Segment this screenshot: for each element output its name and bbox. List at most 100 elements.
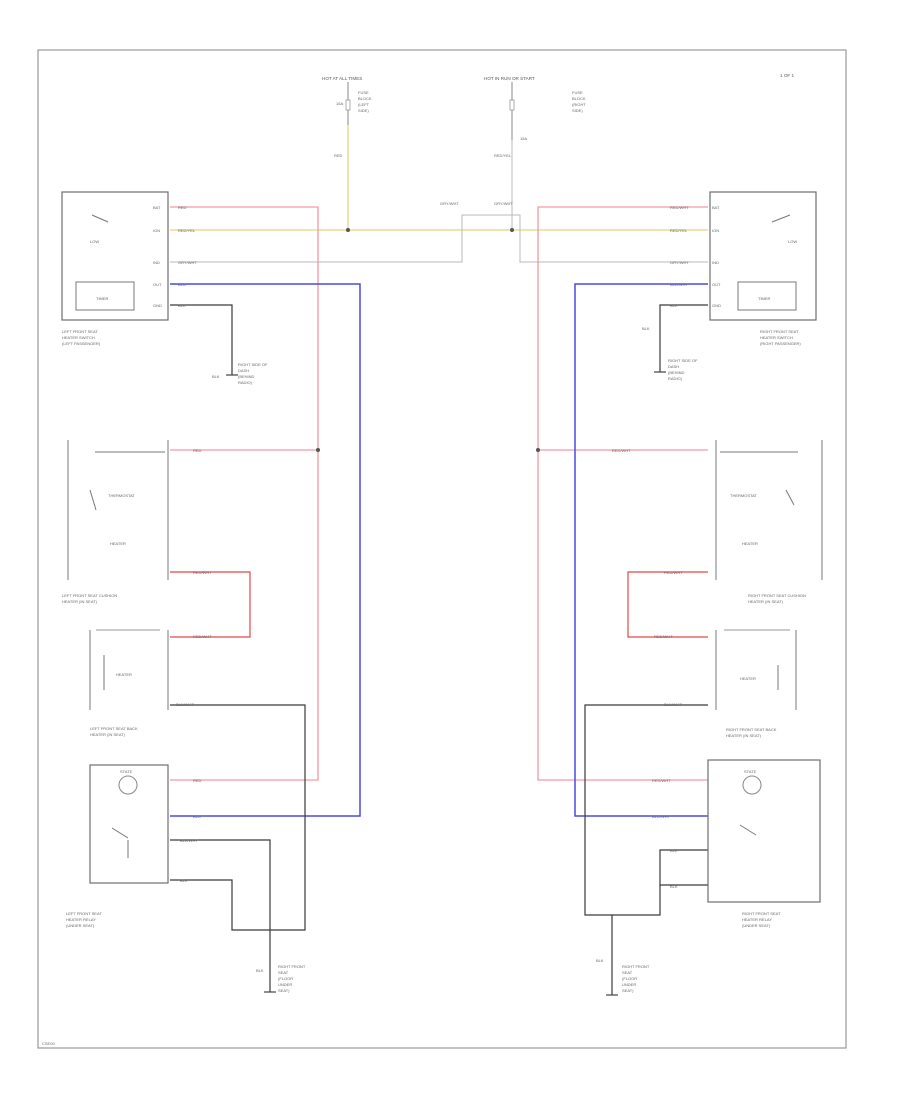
- right-switch-pin-2: IGN: [712, 228, 719, 233]
- ground-right-bottom-line-3: (FLOOR: [622, 976, 637, 981]
- wire-right-relay-loop: [659, 849, 708, 886]
- left-switch-pin-4: OUT: [153, 282, 162, 287]
- right-back-label: HEATER: [740, 676, 756, 681]
- left-back-wire-1: RED/WHT: [193, 634, 212, 639]
- corner-tag: 1 OF 1: [780, 73, 794, 78]
- wire-right-switch-gnd: [659, 304, 708, 372]
- ground-right-bottom-line-1: RIGHT FRONT: [622, 964, 650, 969]
- ground-left-switch-line-4: RADIO): [238, 380, 253, 385]
- wire-left-cushion-back: [170, 571, 251, 638]
- right-relay-contact: [739, 824, 757, 836]
- ground-right-switch-line-3: (BEHIND: [668, 370, 685, 375]
- left-switch-wire-1: RED: [178, 205, 187, 210]
- right-relay-name-1: RIGHT FRONT SEAT: [742, 911, 781, 916]
- left-switch-wire-4: BLU: [178, 282, 186, 287]
- left-switch-name-2: HEATER SWITCH: [62, 335, 95, 340]
- left-relay-contact: [111, 827, 129, 839]
- left-back-heater: HEATER RED/WHT BLK/WHT LEFT FRONT SEAT B…: [89, 629, 212, 737]
- right-back-name-1: RIGHT FRONT SEAT BACK: [726, 727, 777, 732]
- fuse-right-wire: RED/YEL: [494, 153, 512, 158]
- ground-left-switch-line-2: DASH: [238, 368, 249, 373]
- right-switch-contact: [771, 214, 791, 223]
- ground-right-bottom-line-4: UNDER: [622, 982, 636, 987]
- right-seat-heater-switch: TIMER LOW BAT IGN IND OUT GND RED/WHT RE…: [670, 191, 817, 346]
- right-switch-wire-5: BLK: [670, 303, 678, 308]
- right-cushion-name-1: RIGHT FRONT SEAT CUSHION: [748, 593, 806, 598]
- right-switch-pin-3: IND: [712, 260, 719, 265]
- left-switch-pin-3: IND: [153, 260, 160, 265]
- left-relay-name-3: (UNDER SEAT): [66, 923, 95, 928]
- right-cushion-wire-2: RED/WHT: [664, 570, 683, 575]
- right-switch-pin-4: OUT: [712, 282, 721, 287]
- right-relay-name-3: (UNDER SEAT): [742, 923, 771, 928]
- splice-label-right: GRY/WHT: [494, 201, 513, 206]
- wire-left-out: [170, 283, 361, 817]
- ground-left-switch-line-1: RIGHT SIDE OF: [238, 362, 268, 367]
- right-switch-pin-1: BAT: [712, 205, 720, 210]
- left-relay-name-1: LEFT FRONT SEAT: [66, 911, 102, 916]
- splice-right-cushion: [536, 448, 540, 452]
- fuse-left-pin: 15A: [336, 101, 343, 106]
- right-back-name-2: HEATER (IN SEAT): [726, 733, 762, 738]
- left-switch-name-3: (LEFT PASSENGER): [62, 341, 101, 346]
- right-switch-name-1: RIGHT FRONT SEAT: [760, 329, 799, 334]
- wire-right-bat: [537, 206, 708, 781]
- left-back-name-1: LEFT FRONT SEAT BACK: [90, 726, 138, 731]
- left-switch-timer-label: TIMER: [96, 296, 109, 301]
- ground-right-switch-line-1: RIGHT SIDE OF: [668, 358, 698, 363]
- right-switch-name-2: HEATER SWITCH: [760, 335, 793, 340]
- fuse-right-line-3: (RIGHT: [572, 102, 586, 107]
- left-relay-wire-2: BLU: [193, 814, 201, 819]
- right-switch-wire-2: RED/YEL: [670, 228, 688, 233]
- right-cushion-wire-1: RED/WHT: [612, 448, 631, 453]
- right-relay-indicator: [742, 775, 762, 795]
- fuse-left-wire: RED: [334, 153, 343, 158]
- ground-right-switch: BLK RIGHT SIDE OF DASH (BEHIND RADIO): [642, 326, 698, 381]
- left-switch-pin-2: IGN: [153, 228, 160, 233]
- right-heater-relay: STATE RED/WHT BLU/WHT BLK BLK RIGHT FRON…: [652, 759, 821, 928]
- fuse-right: HOT IN RUN OR START FUSE BLOCK (RIGHT SI…: [484, 76, 586, 158]
- fuse-right-line-1: FUSE: [572, 90, 583, 95]
- left-back-label: HEATER: [116, 672, 132, 677]
- right-switch-wire-1: RED/WHT: [670, 205, 689, 210]
- right-switch-wire-4: BLU/WHT: [670, 282, 689, 287]
- right-cushion-label-1: THERMOSTAT: [730, 493, 758, 498]
- right-switch-body: [709, 191, 817, 321]
- ground-right-switch-line-4: RADIO): [668, 376, 683, 381]
- ground-left-bottom-wire: BLK: [256, 968, 264, 973]
- ground-left-switch: BLK RIGHT SIDE OF DASH (BEHIND RADIO): [212, 362, 268, 385]
- right-relay-wire-1: RED/WHT: [652, 778, 671, 783]
- wire-ind-link: [170, 214, 708, 263]
- right-switch-timer-label: TIMER: [758, 296, 771, 301]
- right-cushion-name-2: HEATER (IN SEAT): [748, 599, 784, 604]
- right-cushion-label-2: HEATER: [742, 541, 758, 546]
- right-switch-name-3: (RIGHT PASSENGER): [760, 341, 801, 346]
- left-relay-body: [89, 764, 169, 884]
- splice-label-left: GRY/WHT: [440, 201, 459, 206]
- left-relay-wire-3: BLK/WHT: [180, 838, 198, 843]
- left-heater-relay: STATE RED BLU BLK/WHT BLK LEFT FRONT SEA…: [66, 764, 202, 928]
- fuse-right-title: HOT IN RUN OR START: [484, 76, 535, 81]
- wire-left-relay-gnd: [170, 839, 271, 992]
- splice-ign-left: [346, 228, 350, 232]
- left-relay-label: STATE: [120, 769, 133, 774]
- left-switch-timer-box: [75, 281, 135, 311]
- left-relay-wire-4: BLK: [180, 878, 188, 883]
- right-back-wire-2: BLK/WHT: [664, 702, 682, 707]
- right-relay-name-2: HEATER RELAY: [742, 917, 772, 922]
- ground-left-bottom-line-1: RIGHT FRONT: [278, 964, 306, 969]
- ground-left-bottom-line-3: (FLOOR: [278, 976, 293, 981]
- right-switch-timer-box: [737, 281, 797, 311]
- ground-left-bottom-line-4: UNDER: [278, 982, 292, 987]
- ground-right-bottom-wire: BLK: [596, 958, 604, 963]
- footer-code: CSE00: [42, 1041, 55, 1046]
- fuse-right-line-2: BLOCK: [572, 96, 586, 101]
- right-back-wire-1: RED/WHT: [654, 634, 673, 639]
- right-relay-wire-2: BLU/WHT: [652, 814, 671, 819]
- left-cushion-label-1: THERMOSTAT: [108, 493, 136, 498]
- left-switch-wire-3: GRY/WHT: [178, 260, 197, 265]
- right-cushion-heater: THERMOSTAT HEATER RED/WHT RED/WHT RIGHT …: [612, 440, 823, 604]
- right-back-heater: HEATER RED/WHT BLK/WHT RIGHT FRONT SEAT …: [654, 629, 797, 738]
- left-switch-name-1: LEFT FRONT SEAT: [62, 329, 98, 334]
- left-cushion-wire-1: RED: [193, 448, 202, 453]
